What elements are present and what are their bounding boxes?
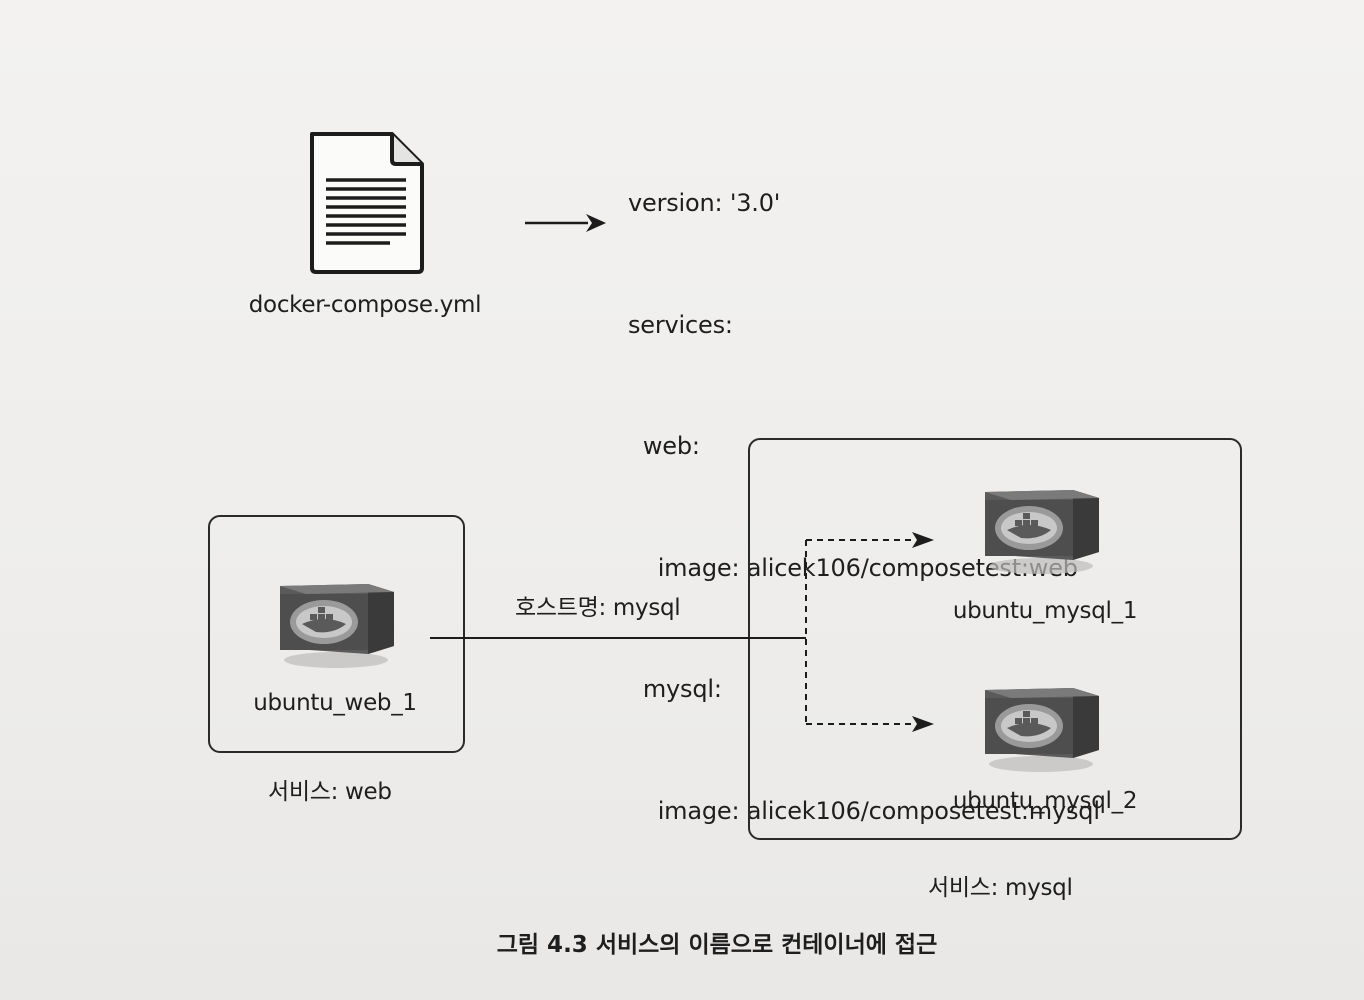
web-service-box — [208, 515, 465, 753]
figure-caption: 그림 4.3 서비스의 이름으로 컨테이너에 접근 — [496, 932, 938, 958]
docker-container-icon — [280, 584, 394, 668]
yaml-line: image: alicek106/composetest:mysql — [628, 796, 1100, 825]
yaml-line: version: '3.0' — [628, 189, 781, 217]
compose-yaml-content: version: '3.0' services: web: image: ali… — [628, 102, 1100, 912]
yaml-line: mysql: — [628, 675, 722, 703]
service-label-web: 서비스: web — [268, 779, 392, 805]
docker-container-icon — [985, 490, 1099, 574]
document-icon — [310, 132, 424, 274]
hostname-label: 호스트명: mysql — [515, 595, 681, 621]
file-to-yaml-arrow — [525, 214, 606, 232]
container-name-web: ubuntu_web_1 — [253, 690, 417, 716]
yaml-line: services: — [628, 310, 733, 339]
container-name-mysql-2: ubuntu_mysql_2 — [952, 788, 1138, 814]
yaml-line: web: — [628, 432, 700, 460]
mysql-service-box — [748, 438, 1242, 840]
service-label-mysql: 서비스: mysql — [928, 875, 1073, 901]
file-name-label: docker-compose.yml — [248, 292, 482, 318]
container-name-mysql-1: ubuntu_mysql_1 — [952, 598, 1138, 624]
docker-container-icon — [985, 688, 1099, 772]
